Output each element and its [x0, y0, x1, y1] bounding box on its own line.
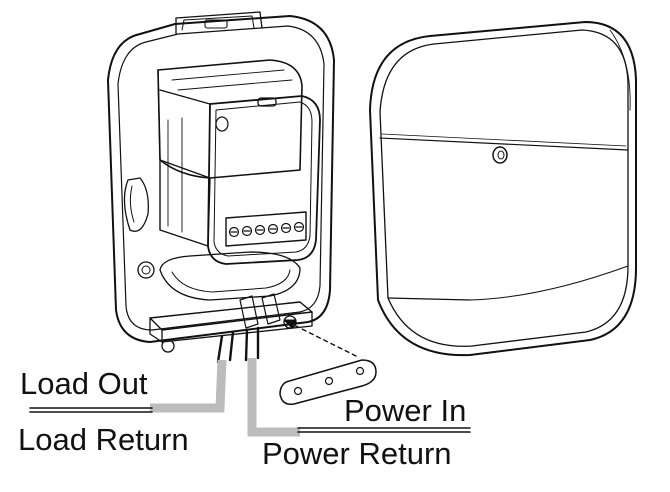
label-power-return: Power Return — [262, 436, 452, 471]
bracket-icon — [279, 359, 377, 406]
label-load-return: Load Return — [18, 422, 189, 457]
cover-icon — [369, 21, 637, 357]
mount-icon — [107, 11, 335, 353]
label-load-out: Load Out — [20, 366, 148, 401]
label-power-in: Power In — [344, 393, 467, 428]
terminal-screws — [228, 221, 305, 238]
dashed-arrow — [283, 319, 357, 357]
wires — [150, 326, 300, 437]
label-underlines — [29, 407, 471, 433]
